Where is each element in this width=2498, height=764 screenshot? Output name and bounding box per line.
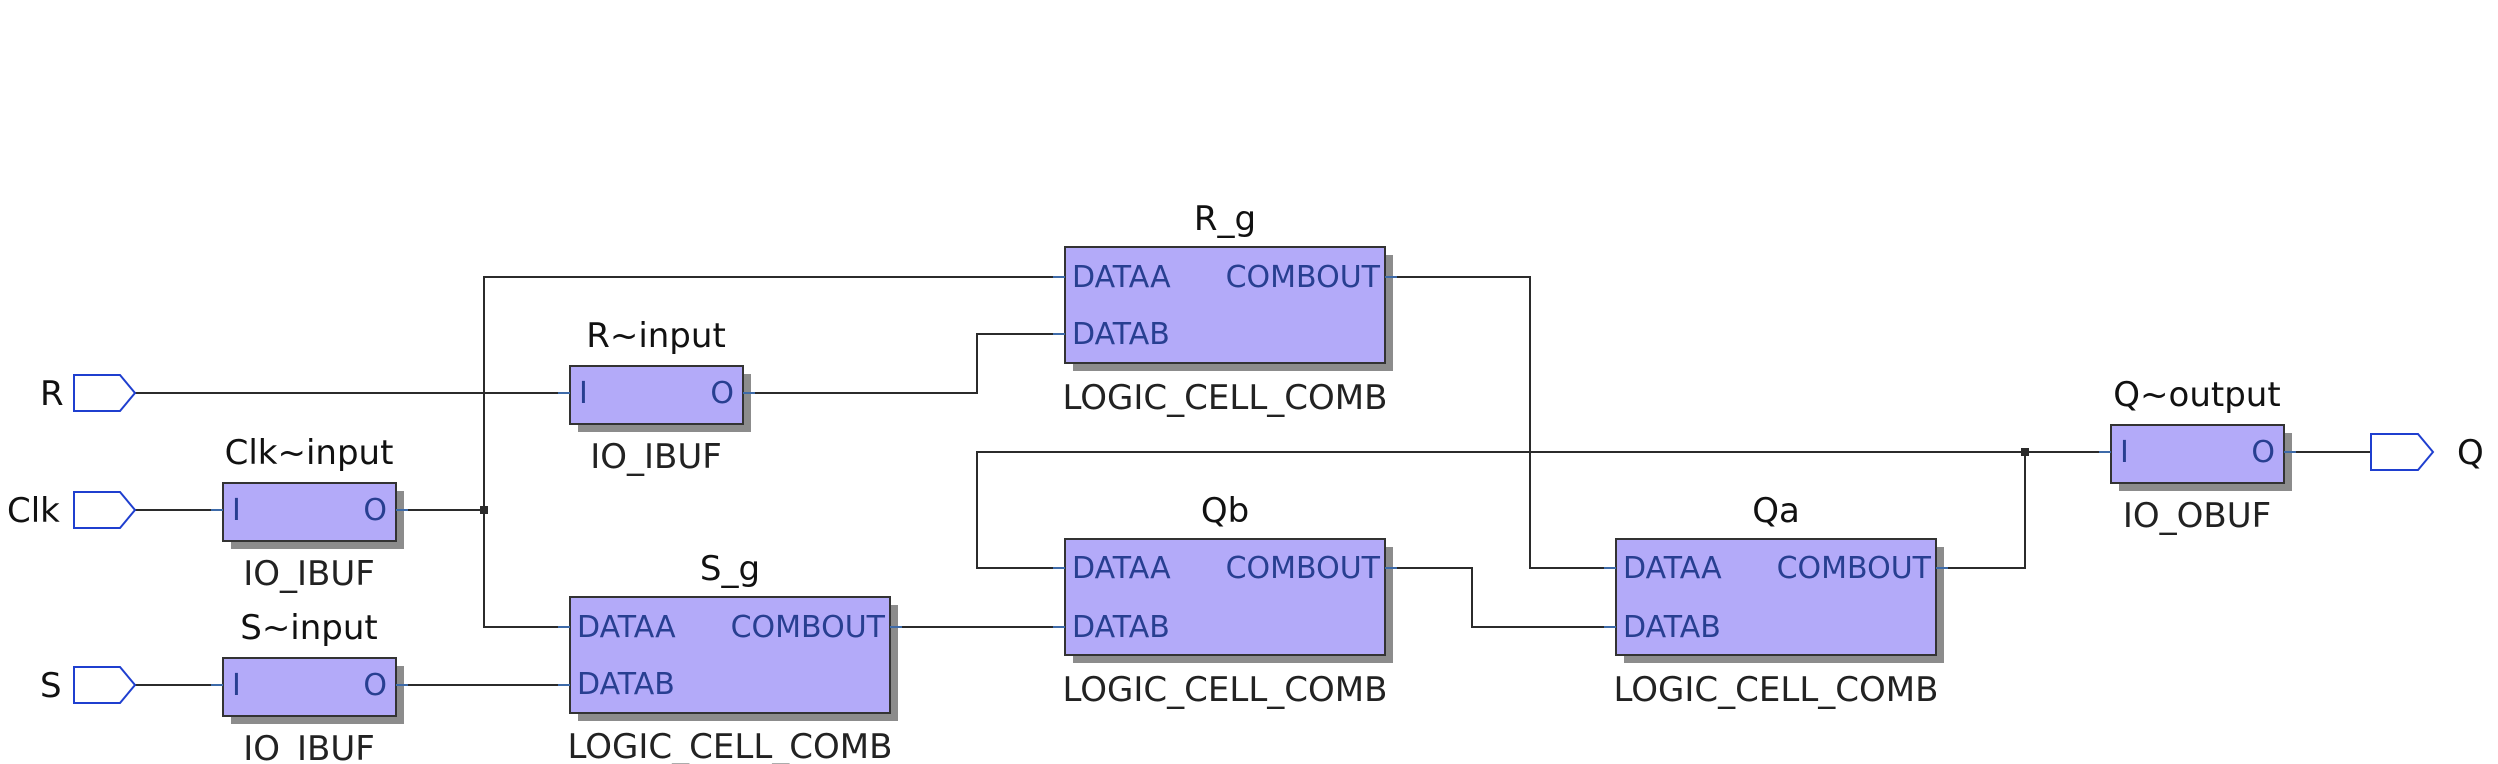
wire-r-input-to-r-g-datab[interactable] (745, 333, 1065, 394)
wire-clk-to-r-g-dataa[interactable] (483, 276, 1065, 510)
cell-title: Qa (1752, 491, 1800, 531)
cell-s-g[interactable]: S_g DATAA DATAB COMBOUT LOGIC_CELL_COMB (568, 549, 898, 764)
wire-junction-dot (2021, 448, 2029, 456)
pin-stub (1053, 276, 1397, 335)
cell-type: LOGIC_CELL_COMB (568, 727, 893, 764)
input-port-icon (73, 374, 137, 412)
cell-type: IO_IBUF (243, 729, 375, 764)
pin-i: I (232, 668, 241, 703)
cell-type: IO_IBUF (243, 554, 375, 594)
port-label-q: Q (2457, 433, 2484, 473)
pin-combout: COMBOUT (731, 610, 886, 645)
pin-i: I (232, 493, 241, 528)
pin-dataa: DATAA (1072, 260, 1171, 295)
pin-i: I (579, 376, 588, 411)
cell-body (2110, 424, 2285, 484)
cell-s-input[interactable]: S~input I O IO_IBUF (222, 608, 404, 764)
cell-title: R_g (1194, 199, 1256, 239)
wire-clk-to-s-g-dataa[interactable] (483, 510, 570, 628)
cell-type: LOGIC_CELL_COMB (1063, 670, 1388, 710)
pin-datab: DATAB (1623, 610, 1721, 645)
port-clk[interactable]: Clk (7, 491, 137, 531)
input-port-icon (73, 491, 137, 529)
port-s[interactable]: S (40, 666, 137, 706)
pin-dataa: DATAA (577, 610, 676, 645)
wire-qb-to-qa-datab[interactable] (1386, 567, 1616, 628)
pin-combout: COMBOUT (1777, 551, 1932, 586)
pin-dataa: DATAA (1072, 551, 1171, 586)
pin-stub (1604, 567, 1948, 628)
cell-qb[interactable]: Qb DATAA DATAB COMBOUT LOGIC_CELL_COMB (1063, 491, 1393, 710)
cell-r-g[interactable]: R_g DATAA DATAB COMBOUT LOGIC_CELL_COMB (1063, 199, 1393, 418)
cell-title: S~input (240, 608, 378, 648)
port-label-s: S (40, 666, 62, 706)
cell-body (1064, 538, 1386, 656)
wire-junction-dot (480, 506, 488, 514)
pin-stubs (211, 276, 2296, 686)
cell-title: Clk~input (225, 433, 394, 473)
wire-feedback-to-qb-dataa[interactable] (976, 451, 2025, 569)
pin-stub (558, 626, 902, 686)
pin-datab: DATAB (577, 667, 675, 702)
cell-type: LOGIC_CELL_COMB (1614, 670, 1939, 710)
cell-body (222, 482, 397, 542)
pin-stub (1053, 567, 1397, 628)
cell-body (569, 365, 744, 425)
pin-o: O (2251, 435, 2275, 470)
cell-qa[interactable]: Qa DATAA DATAB COMBOUT LOGIC_CELL_COMB (1614, 491, 1944, 710)
cell-title: Qb (1201, 491, 1249, 531)
pin-combout: COMBOUT (1226, 260, 1381, 295)
port-r[interactable]: R (40, 374, 137, 414)
cell-body (569, 596, 891, 714)
cell-clk-input[interactable]: Clk~input I O IO_IBUF (222, 433, 404, 594)
cell-body (1615, 538, 1937, 656)
cell-body (1064, 246, 1386, 364)
wire-r-g-to-qa-dataa[interactable] (1386, 276, 1616, 569)
cell-title: S_g (700, 549, 760, 589)
wires (134, 276, 2371, 686)
pin-datab: DATAB (1072, 317, 1170, 352)
cell-type: LOGIC_CELL_COMB (1063, 378, 1388, 418)
output-port-icon (2370, 433, 2435, 471)
cell-body (222, 657, 397, 717)
pin-dataa: DATAA (1623, 551, 1722, 586)
pin-o: O (363, 668, 387, 703)
pin-o: O (710, 376, 734, 411)
cell-title: Q~output (2113, 375, 2280, 415)
cell-q-output[interactable]: Q~output I O IO_OBUF (2110, 375, 2292, 536)
wire-qa-to-q-output[interactable] (1937, 451, 2111, 569)
cell-title: R~input (586, 316, 726, 356)
pin-combout: COMBOUT (1226, 551, 1381, 586)
pin-o: O (363, 493, 387, 528)
port-label-r: R (40, 374, 64, 414)
cell-r-input[interactable]: R~input I O IO_IBUF (569, 316, 751, 477)
cell-type: IO_OBUF (2123, 496, 2271, 536)
port-q[interactable]: Q (2370, 433, 2484, 473)
port-label-clk: Clk (7, 491, 60, 531)
pin-datab: DATAB (1072, 610, 1170, 645)
pin-i: I (2120, 435, 2129, 470)
cell-type: IO_IBUF (590, 437, 722, 477)
input-port-icon (73, 666, 137, 704)
